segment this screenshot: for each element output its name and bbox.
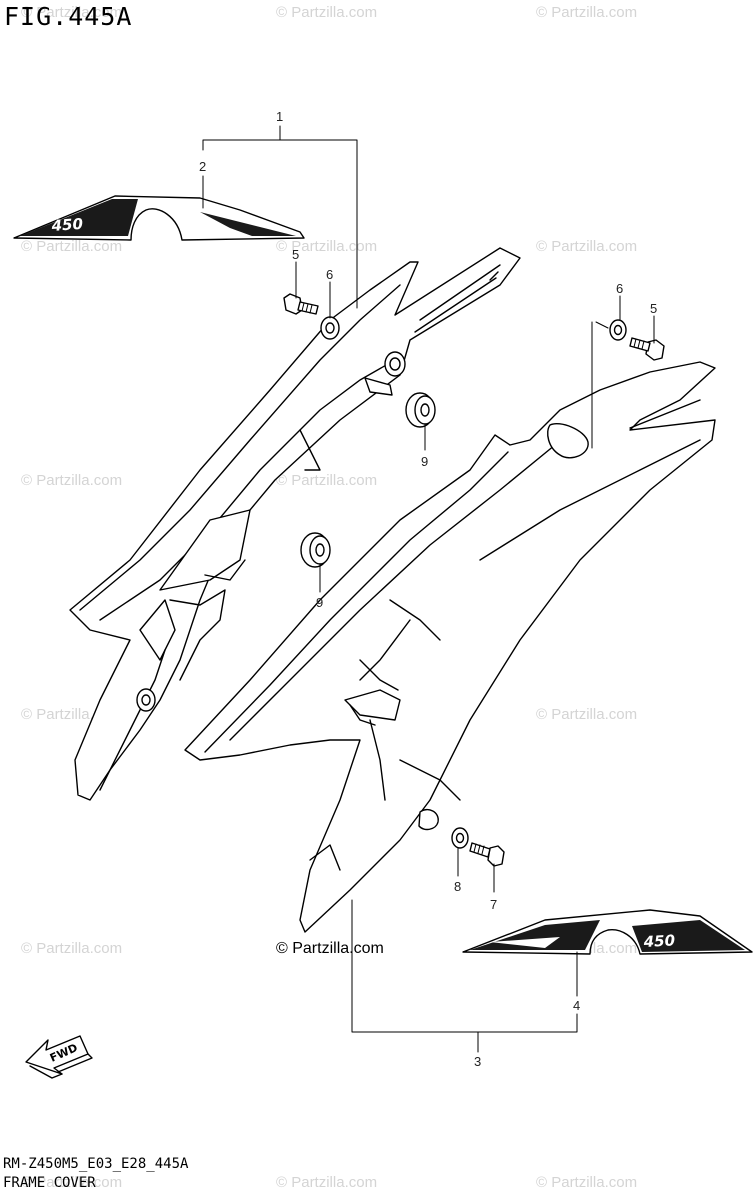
- watermark: © Partzilla.com: [276, 238, 378, 255]
- grommet-part-9-lower: [300, 532, 331, 568]
- copyright-notice: © Partzilla.com: [276, 940, 384, 957]
- watermark: © Partzilla.com: [21, 472, 123, 489]
- callout-7: 7: [490, 897, 497, 912]
- callout-2: 2: [199, 159, 206, 174]
- watermark: © Partzilla.com: [21, 940, 123, 957]
- leader-lines: [202, 125, 655, 1053]
- washer-part-6-right: [609, 319, 627, 341]
- figure-title: FIG.445A: [4, 2, 133, 31]
- figure-name: FRAME COVER: [3, 1175, 96, 1191]
- watermark: © Partzilla.com: [276, 1174, 378, 1191]
- washer-part-6-left: [320, 316, 340, 340]
- callout-8: 8: [454, 879, 461, 894]
- bolt-part-5-left: [283, 293, 319, 315]
- watermark: © Partzilla.com: [21, 238, 123, 255]
- callout-6-right: 6: [616, 281, 623, 296]
- watermark: © Partzilla.com: [536, 1174, 638, 1191]
- callout-4: 4: [573, 998, 580, 1013]
- callout-3: 3: [474, 1054, 481, 1069]
- callout-9-upper: 9: [421, 454, 428, 469]
- decal-left-part-2: [13, 195, 305, 241]
- bolt-part-7: [469, 842, 505, 867]
- fwd-arrow-icon: [25, 1035, 93, 1079]
- watermark: © Partzilla.com: [21, 4, 123, 21]
- watermark: © Partzilla.com: [536, 238, 638, 255]
- callout-1: 1: [276, 109, 283, 124]
- watermark: © Partzilla.com: [21, 1174, 123, 1191]
- callout-9-lower: 9: [316, 595, 323, 610]
- decal-right-part-4: [462, 909, 753, 955]
- callout-6-left: 6: [326, 267, 333, 282]
- watermark: © Partzilla.com: [276, 4, 378, 21]
- washer-part-8: [451, 827, 469, 849]
- callout-5-left: 5: [292, 247, 299, 262]
- watermark: © Partzilla.com: [536, 4, 638, 21]
- frame-cover-right-part-3: [184, 361, 716, 933]
- watermark: © Partzilla.com: [536, 706, 638, 723]
- callout-5-right: 5: [650, 301, 657, 316]
- decal-left-text: 450: [50, 215, 83, 235]
- decal-right-text: 450: [642, 931, 675, 951]
- grommet-part-9-upper: [405, 392, 436, 428]
- watermark: © Partzilla.com: [276, 472, 378, 489]
- figure-code: RM-Z450M5_E03_E28_445A: [3, 1156, 189, 1172]
- bolt-part-5-right: [629, 337, 665, 361]
